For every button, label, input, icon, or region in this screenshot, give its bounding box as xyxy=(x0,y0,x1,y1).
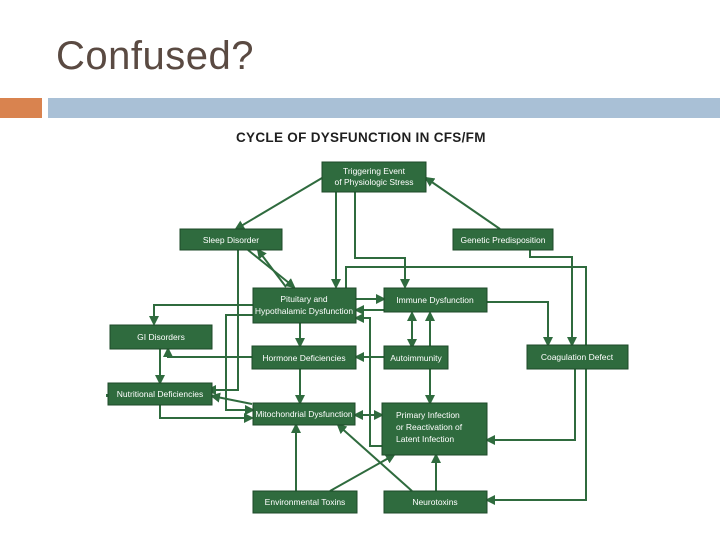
edge-immune-coagulation xyxy=(487,301,553,347)
node-mito: Mitochondrial Dysfunction xyxy=(252,402,356,426)
edge-hormone-gi xyxy=(163,347,252,358)
edge-neuro-mito xyxy=(336,423,413,492)
node-coagulation: Coagulation Defect xyxy=(526,344,629,370)
edge-coagulation-infection xyxy=(485,369,576,445)
node-coagulation-label: Coagulation Defect xyxy=(541,352,614,362)
node-immune: Immune Dysfunction xyxy=(383,287,488,313)
node-gi: GI Disorders xyxy=(109,324,213,350)
node-infection-line-1: Primary Infection xyxy=(396,410,460,420)
edge-pituitary-mito xyxy=(225,314,255,415)
node-gi-label: GI Disorders xyxy=(137,332,185,342)
edge-trigger-immune xyxy=(354,192,410,289)
edge-toxins-infection xyxy=(329,454,396,492)
node-infection-line-2: or Reactivation of xyxy=(396,422,463,432)
edge-pituitary-sleep xyxy=(256,248,287,288)
edge-trigger-sleep xyxy=(234,177,323,231)
node-genetic-label: Genetic Predisposition xyxy=(460,235,545,245)
node-pituitary: Pituitary and Hypothalamic Dysfunction xyxy=(252,287,357,324)
node-immune-label: Immune Dysfunction xyxy=(396,295,474,305)
node-sleep: Sleep Disorder xyxy=(179,228,283,251)
node-autoimmunity-label: Autoimmunity xyxy=(390,353,442,363)
accent-bar xyxy=(0,98,42,118)
node-nutritional-label: Nutritional Deficiencies xyxy=(117,389,203,399)
node-infection-line-3: Latent Infection xyxy=(396,434,454,444)
node-infection: Primary Infection or Reactivation of Lat… xyxy=(381,402,488,456)
node-trigger: Triggering Event of Physiologic Stress xyxy=(321,161,427,193)
node-trigger-line-1: Triggering Event xyxy=(343,166,406,176)
node-pituitary-line-2: Hypothalamic Dysfunction xyxy=(255,306,354,316)
node-genetic: Genetic Predisposition xyxy=(452,228,554,251)
node-autoimmunity: Autoimmunity xyxy=(383,345,449,370)
edge-sleep-nutritional xyxy=(206,250,239,395)
node-pituitary-line-1: Pituitary and xyxy=(280,294,328,304)
node-neuro-label: Neurotoxins xyxy=(412,497,457,507)
node-sleep-label: Sleep Disorder xyxy=(203,235,259,245)
node-mito-label: Mitochondrial Dysfunction xyxy=(255,409,353,419)
node-toxins-label: Environmental Toxins xyxy=(265,497,346,507)
edge-genetic-immune xyxy=(345,266,587,505)
node-trigger-line-2: of Physiologic Stress xyxy=(335,177,414,187)
node-hormone: Hormone Deficiencies xyxy=(251,345,357,370)
diagram-title: CYCLE OF DYSFUNCTION IN CFS/FM xyxy=(236,130,486,145)
slide-title: Confused? xyxy=(56,34,254,78)
node-neuro: Neurotoxins xyxy=(383,490,488,514)
edge-infection-pituitary xyxy=(354,313,382,447)
edge-nutritional-mito xyxy=(159,405,254,423)
edge-pituitary-gi xyxy=(149,304,253,326)
header-bar xyxy=(48,98,720,118)
edge-trigger-genetic xyxy=(424,176,501,230)
edge-genetic-coagulation xyxy=(529,250,577,347)
node-hormone-label: Hormone Deficiencies xyxy=(262,353,345,363)
node-nutritional: Nutritional Deficiencies xyxy=(107,382,213,406)
edge-mito-nutritional xyxy=(210,392,253,405)
node-toxins: Environmental Toxins xyxy=(252,490,358,514)
